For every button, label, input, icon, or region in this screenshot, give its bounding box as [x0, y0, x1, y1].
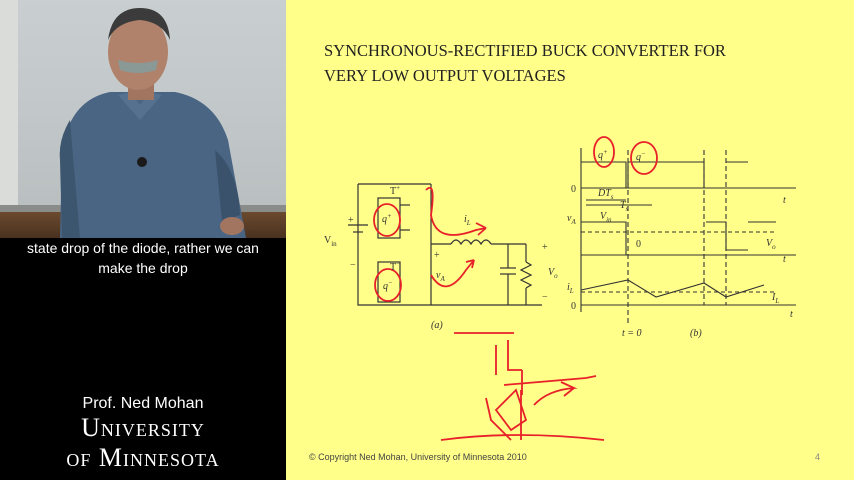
slide-drawing: Vin + − T+ T− q+ q− iL vA + + − Vo (a): [324, 136, 796, 441]
presenter-name: Prof. Ned Mohan: [82, 395, 204, 412]
presenter-figure: [59, 8, 246, 238]
circuit-vo-plus: +: [542, 242, 548, 253]
circuit-va-label: vA: [436, 270, 445, 283]
slide-title-line-2: VERY LOW OUTPUT VOLTAGES: [324, 66, 566, 85]
circuit-q-minus-label: q−: [383, 279, 393, 292]
wave-ts-label: Ts: [620, 200, 629, 213]
waveform-diagram: [580, 148, 796, 325]
wave-zero-2: 0: [636, 239, 641, 250]
wave-zero-1: 0: [571, 184, 576, 195]
circuit-il-label: iL: [464, 214, 471, 227]
circuit-q-plus-label: q+: [382, 212, 392, 225]
circuit-diagram: [348, 183, 542, 306]
wave-t-zero-label: t = 0: [622, 328, 642, 339]
inductor: [450, 239, 492, 246]
institution-line-2: of Minnesota: [66, 443, 220, 472]
circuit-vo-label: Vo: [548, 267, 558, 280]
waveform-annotations: [593, 136, 658, 175]
caption-line-2: make the drop: [98, 260, 188, 276]
circuit-va-plus: +: [434, 250, 440, 261]
speaker-video-frame: [0, 0, 286, 238]
slide-title-line-1: SYNCHRONOUS-RECTIFIED BUCK CONVERTER FOR: [324, 41, 726, 60]
circuit-plus-label: +: [348, 215, 354, 226]
wave-t-label-3: t: [790, 309, 793, 320]
wave-q-plus-label: q+: [598, 148, 608, 161]
wave-il-avg-label: IL: [771, 292, 779, 305]
slide-page-number: 4: [814, 452, 820, 462]
lecture-slide: SYNCHRONOUS-RECTIFIED BUCK CONVERTER FOR…: [286, 0, 854, 480]
handwritten-sketch: [440, 332, 605, 441]
video-pane: state drop of the diode, rather we can m…: [0, 0, 286, 480]
circuit-caption: (a): [431, 320, 443, 331]
slide-title: SYNCHRONOUS-RECTIFIED BUCK CONVERTER FOR…: [324, 38, 824, 88]
wave-q-minus-label: q−: [636, 150, 646, 163]
wave-t-label-1: t: [783, 195, 786, 206]
wave-dts-label: DTs: [597, 188, 614, 201]
institution-line-1: University: [81, 413, 205, 442]
circuit-vo-minus: −: [542, 292, 548, 303]
circuit-minus-label: −: [350, 260, 356, 271]
wave-zero-3: 0: [571, 301, 576, 312]
load-resistor: [519, 261, 533, 289]
presenter-credits: Prof. Ned Mohan University of Minnesota: [0, 395, 286, 473]
circuit-annotations: [373, 186, 487, 302]
caption-line-1: state drop of the diode, rather we can: [27, 240, 259, 256]
wave-t-label-2: t: [783, 254, 786, 265]
slide-copyright: © Copyright Ned Mohan, University of Min…: [309, 452, 527, 462]
wave-vin-label: Vin: [600, 211, 612, 224]
wave-il-label: iL: [567, 282, 574, 295]
circuit-t-minus-label: T−: [390, 260, 400, 273]
wall-pillar: [0, 0, 18, 238]
circuit-t-plus-label: T+: [390, 184, 400, 197]
subtitle-caption: state drop of the diode, rather we can m…: [0, 238, 286, 278]
wave-va-label: vA: [567, 213, 576, 226]
wave-vo-label: Vo: [766, 238, 776, 251]
wave-caption: (b): [690, 328, 702, 339]
circuit-vin-label: Vin: [324, 235, 337, 248]
